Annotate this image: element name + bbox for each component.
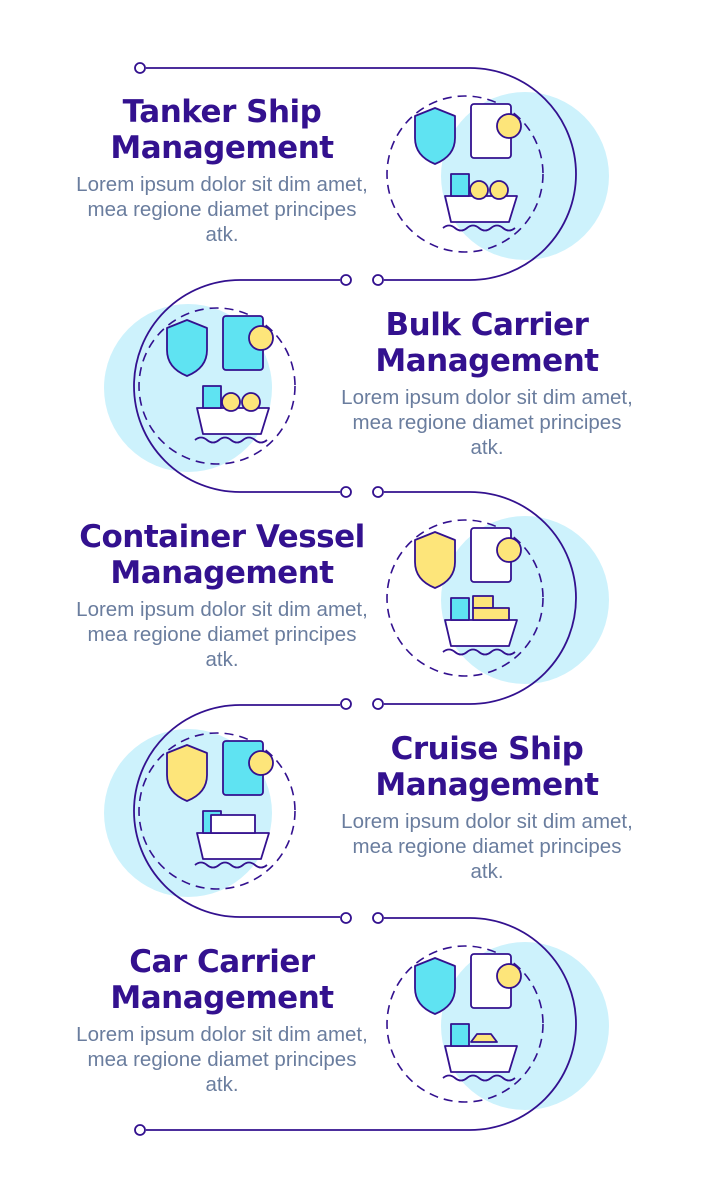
connector-node xyxy=(372,486,384,498)
shield-gear-icon xyxy=(414,107,456,165)
dashed-ring xyxy=(386,95,544,253)
connector-node xyxy=(372,274,384,286)
car-carrier-icon xyxy=(414,953,522,1082)
waves-icon xyxy=(194,436,268,444)
ship-bridge-icon xyxy=(450,597,470,621)
shield-hand-icon xyxy=(166,744,208,802)
title-line: Management xyxy=(110,130,334,166)
section-body: Lorem ipsum dolor sit dim amet, mea regi… xyxy=(76,598,368,671)
accent-circle-icon xyxy=(248,750,274,776)
connector-line xyxy=(146,67,577,281)
title-line: Cruise Ship xyxy=(390,731,584,767)
ship-hull-icon xyxy=(444,1045,518,1073)
tank-icon xyxy=(241,392,261,412)
connector-line xyxy=(384,491,577,705)
cargo-box-icon xyxy=(472,607,510,621)
section-body: Lorem ipsum dolor sit dim amet, mea regi… xyxy=(76,1023,368,1096)
title-line: Container Vessel xyxy=(79,519,365,555)
tank-icon xyxy=(469,180,489,200)
title-line: Car Carrier xyxy=(129,944,315,980)
tank-icon xyxy=(221,392,241,412)
container-crane-icon xyxy=(414,531,456,589)
connector-line xyxy=(146,917,577,1131)
section-body: Lorem ipsum dolor sit dim amet, mea regi… xyxy=(341,386,633,459)
connector-node xyxy=(134,62,146,74)
magnifier-shield-icon xyxy=(414,957,456,1015)
container-vessel-icon xyxy=(414,527,522,656)
title-line: Bulk Carrier xyxy=(385,307,589,343)
tanker-ship-icon xyxy=(414,103,522,232)
dashed-ring xyxy=(138,307,296,465)
title-line: Management xyxy=(110,555,334,591)
waves-icon xyxy=(442,224,516,232)
connector-node xyxy=(340,274,352,286)
gear-check-icon xyxy=(166,319,208,377)
connector-line xyxy=(133,704,340,918)
title-line: Management xyxy=(110,980,334,1016)
connector-node xyxy=(134,1124,146,1136)
connector-line xyxy=(133,279,340,493)
dashed-ring xyxy=(386,945,544,1103)
ship-bridge-icon xyxy=(450,1023,470,1047)
waves-icon xyxy=(442,1074,516,1082)
tank-icon xyxy=(489,180,509,200)
accent-circle-icon xyxy=(248,325,274,351)
ship-hull-icon xyxy=(196,407,270,435)
connector-node xyxy=(340,912,352,924)
connector-node xyxy=(372,698,384,710)
bulk-carrier-icon xyxy=(166,315,274,444)
waves-icon xyxy=(442,648,516,656)
cruise-ship-icon xyxy=(166,740,274,869)
accent-circle-icon xyxy=(496,113,522,139)
ship-hull-icon xyxy=(196,832,270,860)
connector-node xyxy=(372,912,384,924)
waves-icon xyxy=(194,861,268,869)
ship-hull-icon xyxy=(444,195,518,223)
ship-hull-icon xyxy=(444,619,518,647)
dashed-ring xyxy=(138,732,296,890)
ship-bridge-icon xyxy=(202,385,222,409)
dashed-ring xyxy=(386,519,544,677)
car-icon xyxy=(470,1033,498,1043)
section-body: Lorem ipsum dolor sit dim amet, mea regi… xyxy=(76,173,368,246)
accent-circle-icon xyxy=(496,963,522,989)
cargo-box-icon xyxy=(472,595,494,609)
title-line: Tanker Ship xyxy=(122,94,322,130)
connector-node xyxy=(340,698,352,710)
section-body: Lorem ipsum dolor sit dim amet, mea regi… xyxy=(341,810,633,883)
accent-circle-icon xyxy=(496,537,522,563)
cruise-deck-icon xyxy=(210,814,256,834)
title-line: Management xyxy=(375,343,599,379)
ship-bridge-icon xyxy=(450,173,470,197)
title-line: Management xyxy=(375,767,599,803)
connector-node xyxy=(340,486,352,498)
